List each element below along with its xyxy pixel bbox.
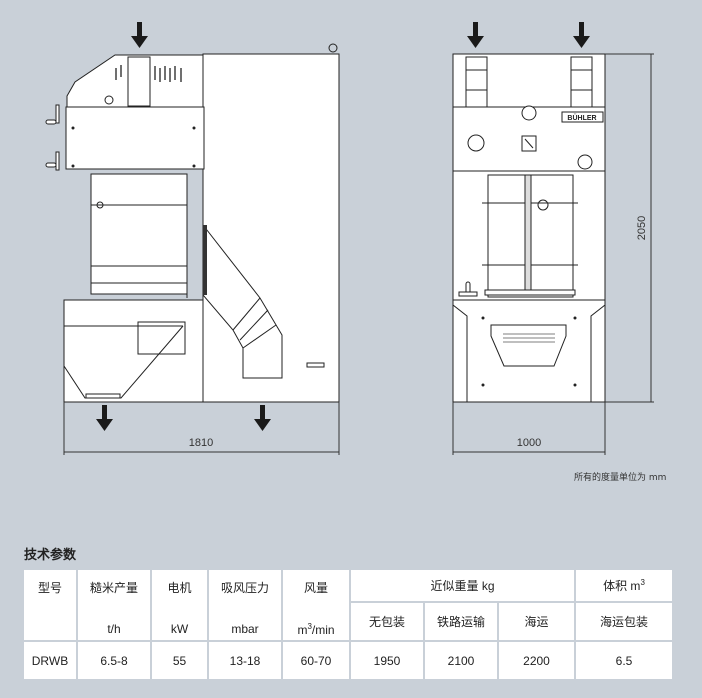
header-model-label: 型号 [37, 581, 62, 595]
header-suction-unit: mbar [231, 622, 259, 636]
cell-airflow: 60-70 [283, 642, 349, 679]
cell-capacity: 6.5-8 [78, 642, 150, 679]
height-dimension-front [605, 53, 654, 403]
table-header-row: 型号 糙米产量 t/h 电机 kW 吸风压力 mbar 风量 m3/min 近似… [24, 570, 672, 640]
header-motor-unit: kW [170, 622, 189, 636]
vent-panel [490, 324, 567, 367]
technical-drawing: 1810 BÜHLER [45, 22, 654, 455]
header-weight-sea: 海运 [499, 603, 574, 640]
lifting-eye-icon [328, 43, 338, 53]
cell-motor: 55 [152, 642, 207, 679]
side-width-label: 1810 [189, 437, 213, 449]
side-view [45, 22, 340, 455]
spec-table: 型号 糙米产量 t/h 电机 kW 吸风压力 mbar 风量 m3/min 近似… [22, 568, 674, 681]
header-model: 型号 [24, 570, 76, 640]
table-row: DRWB 6.5-8 55 13-18 60-70 1950 2100 2200… [24, 642, 672, 679]
width-dimension-front [452, 402, 606, 455]
front-width-label: 1000 [517, 437, 541, 449]
header-airflow-unit: m3/min [297, 622, 335, 637]
cell-weight-rail: 2100 [425, 642, 497, 679]
header-weight-rail: 铁路运输 [425, 603, 497, 640]
front-view: BÜHLER [452, 22, 654, 455]
header-airflow: 风量 m3/min [283, 570, 349, 640]
header-suction-label: 吸风压力 [220, 581, 269, 595]
header-motor: 电机 kW [152, 570, 207, 640]
header-volume-sea: 海运包装 [576, 603, 672, 640]
header-capacity-label: 糙米产量 [89, 581, 138, 595]
header-weight-none: 无包装 [351, 603, 423, 640]
cell-model: DRWB [24, 642, 76, 679]
cell-weight-none: 1950 [351, 642, 423, 679]
table-subheader-row: 无包装 铁路运输 海运 海运包装 [24, 603, 672, 640]
header-motor-label: 电机 [167, 581, 192, 595]
header-airflow-label: 风量 [303, 581, 328, 595]
timer-icon [577, 154, 593, 170]
units-note: 所有的度量单位为 mm [574, 473, 667, 483]
timer-icon [521, 105, 537, 121]
header-volume: 体积 m3 [576, 570, 672, 601]
brand-plate [561, 111, 604, 123]
cell-weight-sea: 2200 [499, 642, 574, 679]
header-weight: 近似重量 kg [351, 570, 574, 601]
handwheel-icon [45, 104, 60, 171]
inlet-arrow-icon [467, 22, 590, 48]
outlet-arrow-icon [96, 405, 271, 431]
hopper-base [63, 299, 204, 403]
width-dimension-side [63, 402, 340, 455]
header-suction: 吸风压力 mbar [209, 570, 281, 640]
cell-volume-sea: 6.5 [576, 642, 672, 679]
front-height-label: 2050 [636, 216, 648, 240]
header-capacity: 糙米产量 t/h [78, 570, 150, 640]
control-box [65, 106, 205, 170]
section-title: 技术参数 [24, 548, 77, 563]
brand-logo: BÜHLER [567, 113, 596, 122]
gauge-icon [467, 134, 485, 152]
inlet-arrow-icon [131, 22, 148, 48]
header-capacity-unit: t/h [107, 622, 121, 636]
husking-drum [90, 173, 188, 295]
cell-suction: 13-18 [209, 642, 281, 679]
